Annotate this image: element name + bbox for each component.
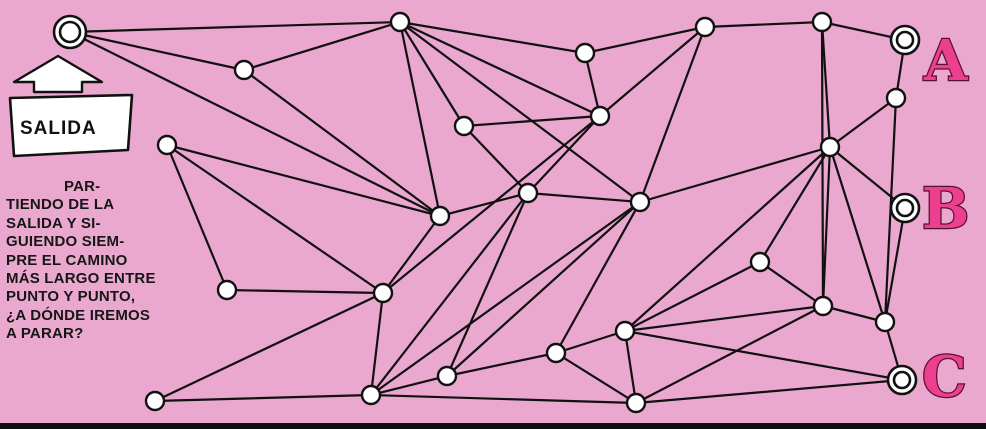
path-node [438, 367, 456, 385]
path-edge [760, 262, 823, 306]
path-node [591, 107, 609, 125]
path-node [374, 284, 392, 302]
path-node [814, 297, 832, 315]
path-node [813, 13, 831, 31]
path-node [627, 394, 645, 412]
start-point [54, 16, 86, 48]
path-edge [823, 147, 830, 306]
bottom-border [0, 423, 986, 429]
instructions-line: SALIDA Y SI- [6, 215, 218, 233]
instructions-line: PUNTO Y PUNTO, [6, 288, 218, 306]
destination-b-letter: B [922, 176, 969, 242]
destination-a-point [891, 26, 919, 54]
path-edge [371, 395, 636, 403]
salida-sign: SALIDA [10, 56, 132, 156]
path-node [576, 44, 594, 62]
path-edge [371, 293, 383, 395]
path-edge [464, 116, 600, 126]
path-node [887, 89, 905, 107]
instructions-line: PAR- [6, 178, 218, 196]
path-node [751, 253, 769, 271]
instructions-line: GUIENDO SIEM- [6, 233, 218, 251]
path-edge [625, 147, 830, 331]
path-node [519, 184, 537, 202]
path-edge [830, 147, 885, 322]
path-edge [528, 116, 600, 193]
path-node [431, 207, 449, 225]
instructions-line: PRE EL CAMINO [6, 252, 218, 270]
path-node [235, 61, 253, 79]
up-arrow-icon [14, 56, 102, 92]
path-edge [625, 262, 760, 331]
destination-c-point [888, 366, 916, 394]
instructions-line: A PARAR? [6, 325, 218, 343]
path-edge [830, 98, 896, 147]
path-edge [227, 290, 383, 293]
path-edge [447, 193, 528, 376]
path-node [362, 386, 380, 404]
path-edge [585, 27, 705, 53]
path-edge [440, 193, 528, 216]
path-edge [400, 22, 585, 53]
path-edge [70, 32, 244, 70]
path-node [631, 193, 649, 211]
path-edge [70, 22, 400, 32]
instructions-line: TIENDO DE LA [6, 196, 218, 214]
instructions-line: ¿A DÓNDE IREMOS [6, 307, 218, 325]
path-node [146, 392, 164, 410]
path-edge [625, 331, 902, 380]
instructions-text: PAR- TIENDO DE LA SALIDA Y SI- GUIENDO S… [6, 178, 218, 344]
path-node [455, 117, 473, 135]
path-edge [155, 395, 371, 401]
path-edge [244, 22, 400, 70]
path-node [391, 13, 409, 31]
path-edge [447, 202, 640, 376]
path-edge [400, 22, 440, 216]
destination-a-letter: A [923, 28, 969, 94]
path-edge [822, 22, 823, 306]
path-edge [371, 202, 640, 395]
destination-c-letter: C [922, 344, 967, 410]
instructions-line: MÁS LARGO ENTRE [6, 270, 218, 288]
path-node [158, 136, 176, 154]
path-node [821, 138, 839, 156]
path-node [218, 281, 236, 299]
path-node [876, 313, 894, 331]
path-edge [447, 353, 556, 376]
path-edge [556, 353, 636, 403]
path-node [696, 18, 714, 36]
path-edge [528, 193, 640, 202]
destination-b-point [891, 194, 919, 222]
path-edge [244, 70, 440, 216]
path-edge [625, 331, 636, 403]
path-edge [705, 22, 822, 27]
path-node [547, 344, 565, 362]
sign-label: SALIDA [20, 118, 97, 139]
path-node [616, 322, 634, 340]
path-edge [625, 306, 823, 331]
